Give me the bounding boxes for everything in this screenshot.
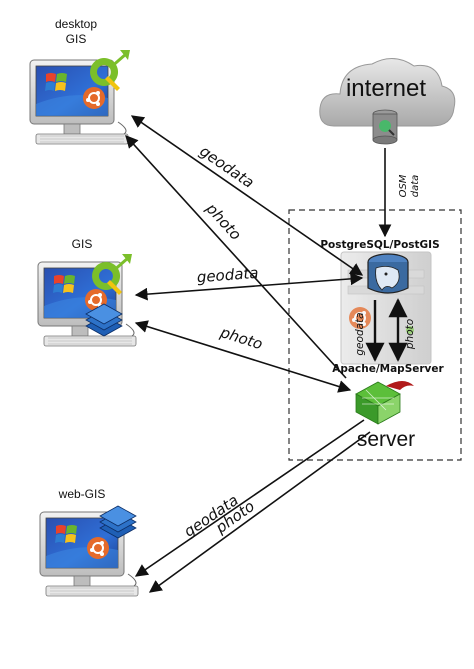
inner-photo-label: photo <box>404 319 416 350</box>
cloud-icon <box>319 58 456 127</box>
desktop-gis-label-line2: GIS <box>66 32 87 46</box>
gis-node: GIS <box>37 237 137 347</box>
server-label: server <box>357 428 415 451</box>
osm-data-label-line2: data <box>410 175 421 198</box>
mapserver-label: Apache/MapServer <box>332 363 444 375</box>
gis-photo-label: photo <box>217 323 265 353</box>
ubuntu-icon <box>82 86 106 110</box>
desktop-geodata-arrow <box>130 115 364 276</box>
desktop-gis-node: desktop GIS <box>29 17 132 145</box>
internet-cloud: internet <box>319 58 456 145</box>
web-photo-arrow <box>148 431 371 593</box>
web-gis-label: web-GIS <box>58 487 106 501</box>
mapserver-icon <box>355 381 414 425</box>
database-icon <box>372 109 398 145</box>
postgresql-icon <box>367 253 409 294</box>
ubuntu-icon <box>86 536 110 560</box>
osm-data-label-group: OSM data <box>398 174 421 197</box>
gis-label: GIS <box>72 237 93 251</box>
server-boundary <box>288 209 462 461</box>
desktop-gis-label-line1: desktop <box>55 17 97 31</box>
web-geodata-arrow <box>134 419 365 577</box>
web-gis-node: web-GIS <box>39 487 139 597</box>
gis-geodata-arrow <box>134 272 364 301</box>
internet-label: internet <box>346 75 426 102</box>
gis-geodata-label: geodata <box>196 264 259 287</box>
gis-photo-arrow <box>134 320 352 393</box>
inner-geodata-label: geodata <box>354 312 366 355</box>
desktop-photo-label: photo <box>202 199 245 244</box>
postgis-label: PostgreSQL/PostGIS <box>320 239 439 251</box>
osm-data-label-line1: OSM <box>398 174 409 197</box>
